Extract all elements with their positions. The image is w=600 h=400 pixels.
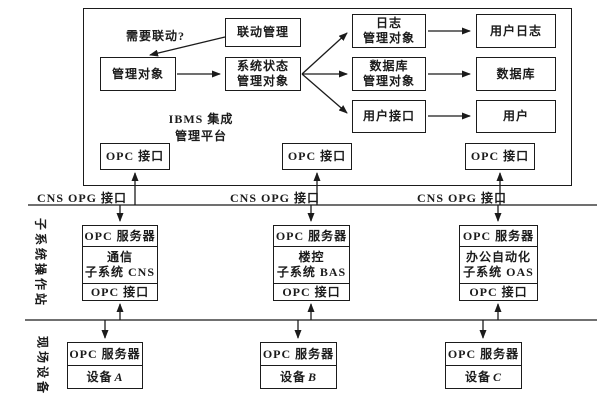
device-b-name-id: B (308, 369, 318, 384)
platform-title-line2: 管理平台 (174, 129, 227, 143)
subsystem-cns-opc-interface: OPC 接口 (90, 284, 150, 299)
subsystem-bas-opc-server: OPC 服务器 (274, 226, 349, 247)
node-user-interface: 用户接口 (352, 100, 426, 133)
device-a-opc-server: OPC 服务器 (68, 343, 142, 366)
subsystem-oas-opc-interface: OPC 接口 (469, 284, 528, 299)
node-system-status-mgmt: 系统状态 管理对象 (225, 57, 301, 91)
node-user: 用户 (476, 100, 556, 133)
tier-label-field: 现场设备 (35, 335, 50, 397)
node-system-status-line2: 管理对象 (236, 74, 289, 88)
node-managed-object: 管理对象 (100, 57, 176, 91)
platform-opc-interface-3: OPC 接口 (465, 143, 535, 170)
node-log-mgmt: 日志 管理对象 (352, 14, 426, 48)
tier-label-subsystem: 子系统操作站 (33, 217, 48, 309)
subsystem-oas-opc-server: OPC 服务器 (460, 226, 537, 247)
device-a-name-prefix: 设备 (86, 369, 113, 384)
subsystem-bas-name: 楼控 子系统 BAS (274, 247, 349, 284)
device-a-name-id: A (114, 369, 124, 384)
subsystem-cns-name: 通信 子系统 CNS (83, 247, 157, 284)
node-user-log: 用户日志 (476, 14, 556, 48)
subsystem-oas: OPC 服务器 办公自动化 子系统 OAS OPC 接口 (459, 225, 538, 301)
subsystem-bas-name-line1: 楼控 (298, 250, 325, 265)
device-c-opc-server: OPC 服务器 (446, 343, 521, 366)
lower-bus-connectors (25, 303, 597, 339)
node-log-mgmt-line2: 管理对象 (362, 31, 415, 45)
subsystem-oas-name-line1: 办公自动化 (465, 250, 531, 265)
device-c-name-prefix: 设备 (464, 369, 491, 384)
node-log-mgmt-line1: 日志 (375, 16, 402, 31)
subsystem-oas-name-line2: 子系统 OAS (463, 265, 534, 279)
subsystem-bas: OPC 服务器 楼控 子系统 BAS OPC 接口 (273, 225, 350, 301)
subsystem-cns-opc-server: OPC 服务器 (83, 226, 157, 247)
platform-opc-interface-2: OPC 接口 (282, 143, 352, 170)
platform-title: IBMS 集成 管理平台 (160, 110, 242, 144)
subsystem-bas-opc-interface: OPC 接口 (282, 284, 341, 299)
node-system-status-line1: 系统状态 (236, 59, 289, 74)
bus-label-2: CNS OPG 接口 (230, 191, 321, 205)
device-b-opc-server: OPC 服务器 (261, 343, 336, 366)
platform-opc-interface-1: OPC 接口 (100, 143, 170, 170)
node-database: 数据库 (476, 57, 556, 91)
bus-label-3: CNS OPG 接口 (417, 191, 508, 205)
subsystem-cns: OPC 服务器 通信 子系统 CNS OPC 接口 (82, 225, 158, 301)
node-db-mgmt-line2: 管理对象 (362, 74, 415, 88)
node-db-mgmt: 数据库 管理对象 (352, 57, 426, 91)
bus-label-1: CNS OPG 接口 (37, 191, 128, 205)
platform-title-line1: IBMS 集成 (168, 112, 234, 126)
subsystem-cns-name-line2: 子系统 CNS (84, 265, 155, 279)
node-db-mgmt-line1: 数据库 (369, 59, 409, 74)
subsystem-bas-name-line2: 子系统 BAS (276, 265, 347, 279)
platform-outer-box (83, 8, 572, 186)
linkage-question-label: 需要联动? (126, 29, 186, 43)
node-linkage-mgmt: 联动管理 (225, 18, 301, 47)
subsystem-oas-name: 办公自动化 子系统 OAS (460, 247, 537, 284)
device-b-name-prefix: 设备 (279, 369, 306, 384)
device-c-name-id: C (493, 369, 503, 384)
subsystem-cns-name-line1: 通信 (106, 250, 133, 265)
